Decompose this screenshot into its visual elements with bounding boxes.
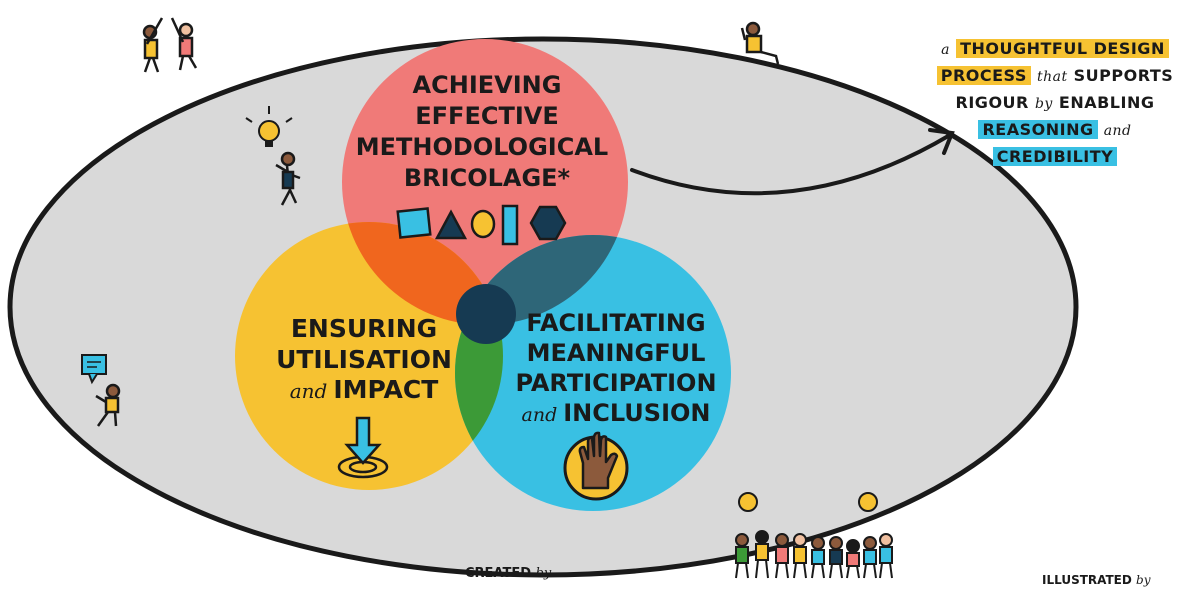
callout-word: SUPPORTS [1073, 66, 1174, 85]
illustrated-script: by [1136, 573, 1151, 587]
callout-highlight: REASONING [978, 120, 1098, 139]
callout-word: ENABLING [1058, 93, 1155, 112]
figure-waving [95, 383, 121, 427]
top-line-4: BRICOLAGE* [404, 164, 571, 192]
figure-sitting [740, 21, 780, 65]
top-line-3: METHODOLOGICAL [356, 133, 608, 161]
lightbulb-icon [738, 492, 878, 512]
callout-line-4: REASONING and [930, 117, 1180, 144]
callout-text: a THOUGHTFUL DESIGN PROCESS that SUPPORT… [930, 36, 1180, 169]
right-line-3: PARTICIPATION [515, 369, 716, 397]
callout-highlight: PROCESS [936, 66, 1031, 85]
speech-bubble-icon [81, 354, 107, 385]
raised-hand-icon [563, 431, 629, 501]
target-arrow-icon [337, 416, 389, 479]
top-circle-text: ACHIEVING EFFECTIVE METHODOLOGICAL BRICO… [356, 71, 608, 192]
arrow-icon [630, 128, 955, 196]
overlap-top-right [455, 235, 628, 325]
callout-word: that [1036, 69, 1068, 85]
triangle-icon [434, 209, 468, 240]
figure-high-five [142, 17, 198, 73]
right-circle-text: FACILITATING MEANINGFUL PARTICIPATION an… [515, 309, 716, 427]
hexagon-icon [529, 205, 567, 241]
top-line-1: ACHIEVING [413, 71, 562, 99]
shapes-row [396, 204, 567, 246]
callout-word: and [1103, 123, 1132, 139]
right-line-2: MEANINGFUL [527, 339, 706, 367]
circle-icon [470, 209, 496, 239]
left-line-2: UTILISATION [276, 345, 452, 374]
center-dot [456, 284, 516, 344]
square-icon [396, 207, 432, 239]
lightbulb-icon [245, 106, 293, 147]
rectangle-icon [501, 204, 519, 246]
callout-line-1: a THOUGHTFUL DESIGN [930, 36, 1180, 63]
callout-highlight: CREDIBILITY [992, 147, 1118, 166]
created-by-label: CREATED by [465, 566, 551, 581]
crowd-figures [735, 492, 893, 579]
callout-line-2: PROCESS that SUPPORTS [930, 63, 1180, 90]
illustrated-caps: ILLUSTRATED [1042, 573, 1132, 587]
callout-word: RIGOUR [955, 93, 1029, 112]
top-line-2: EFFECTIVE [415, 102, 558, 130]
callout-line-5: CREDIBILITY [930, 144, 1180, 169]
callout-word: a [941, 42, 951, 58]
right-line-1: FACILITATING [526, 309, 705, 337]
callout-highlight: THOUGHTFUL DESIGN [956, 39, 1169, 58]
illustrated-by-label: ILLUSTRATED by [1042, 573, 1151, 587]
figure-falling [275, 151, 301, 206]
created-caps: CREATED [465, 566, 532, 581]
overlap-top-left [342, 222, 503, 325]
created-script: by [535, 566, 552, 581]
callout-word: by [1034, 96, 1053, 112]
callout-line-3: RIGOUR by ENABLING [930, 90, 1180, 117]
left-line-1: ENSURING [291, 314, 437, 343]
